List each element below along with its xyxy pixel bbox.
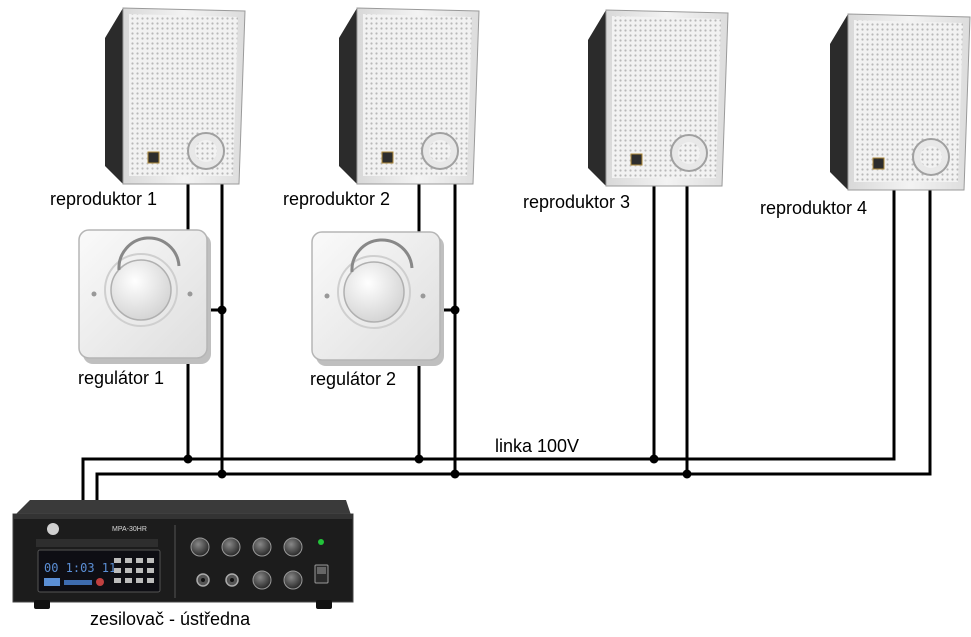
speaker-1-image: [105, 7, 246, 185]
power-led-icon: [318, 539, 324, 545]
junction-dot: [450, 305, 460, 315]
speaker-2-image: [339, 7, 480, 185]
regulator-2-label: regulátor 2: [310, 369, 396, 389]
line-label: linka 100V: [495, 436, 579, 456]
bus-wire-a: [81, 457, 656, 508]
speaker-4-label: reproduktor 4: [760, 198, 867, 218]
bus-wire-b: [95, 472, 932, 508]
speaker-3-image: [588, 9, 729, 187]
junction-dot: [682, 469, 692, 479]
junction-dots: [183, 305, 692, 479]
junction-dot: [183, 454, 193, 464]
wiring: [81, 182, 932, 508]
speaker-2-label: reproduktor 2: [283, 189, 390, 209]
junction-dot: [649, 454, 659, 464]
junction-dot: [217, 469, 227, 479]
tone-knob-icon: [283, 537, 303, 557]
volume-knob-icon: [221, 537, 241, 557]
speaker-1-label: reproduktor 1: [50, 189, 157, 209]
regulator-1-image: [78, 229, 211, 364]
junction-dot: [217, 305, 227, 315]
tone-knob-icon: [252, 537, 272, 557]
speaker-4-image: [830, 13, 971, 191]
amplifier-image: MPA-30HR 00 1:03 11: [12, 500, 354, 609]
amplifier-model-label: MPA-30HR: [112, 526, 147, 533]
tone-knob-icon: [252, 570, 272, 590]
junction-dot: [414, 454, 424, 464]
regulator-1-label: regulátor 1: [78, 368, 164, 388]
tone-knob-icon: [283, 570, 303, 590]
amplifier-label: zesilovač - ústředna: [90, 609, 251, 629]
speaker-3-label: reproduktor 3: [523, 192, 630, 212]
amplifier-display-readout: 00 1:03 11: [44, 561, 116, 575]
regulator-2-image: [311, 231, 444, 366]
junction-dot: [450, 469, 460, 479]
brand-logo-icon: [47, 523, 59, 535]
volume-knob-icon: [190, 537, 210, 557]
